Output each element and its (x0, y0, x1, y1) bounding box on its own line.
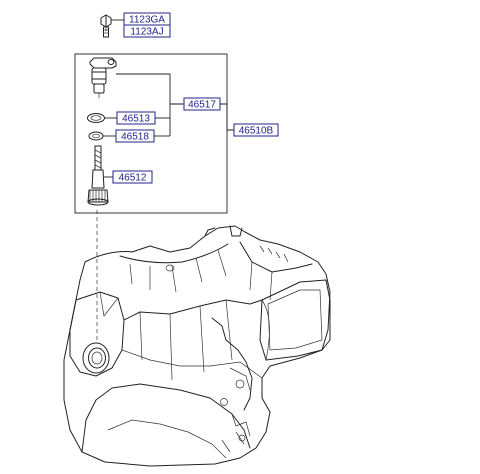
label-46512[interactable]: 46512 (112, 170, 153, 184)
seal-inner (92, 133, 100, 139)
driven-gear-part (87, 145, 109, 206)
label-46513[interactable]: 46513 (116, 111, 156, 125)
label-1123ga-text: 1123GA (129, 15, 165, 26)
label-1123aj[interactable]: 1123AJ (123, 24, 171, 38)
leader-46517 (116, 73, 184, 105)
label-46512-text: 46512 (119, 173, 147, 184)
seal-part (88, 131, 104, 141)
label-46518[interactable]: 46518 (115, 129, 155, 143)
label-46510b[interactable]: 46510B (233, 123, 279, 137)
label-46518-text: 46518 (121, 132, 149, 143)
label-1123aj-text: 1123AJ (130, 27, 163, 38)
o-ring-part (87, 113, 105, 123)
transmission-housing (63, 225, 331, 467)
bolt-part (100, 14, 112, 38)
sensor-part (89, 57, 117, 98)
label-46513-text: 46513 (122, 114, 150, 125)
label-1123ga[interactable]: 1123GA (123, 12, 171, 26)
o-ring-inner (90, 115, 102, 121)
label-46517[interactable]: 46517 (183, 97, 221, 111)
label-46517-text: 46517 (188, 100, 216, 111)
assembly-frame (74, 53, 228, 214)
leader-46510b (220, 103, 234, 131)
label-46510b-text: 46510B (239, 126, 274, 137)
